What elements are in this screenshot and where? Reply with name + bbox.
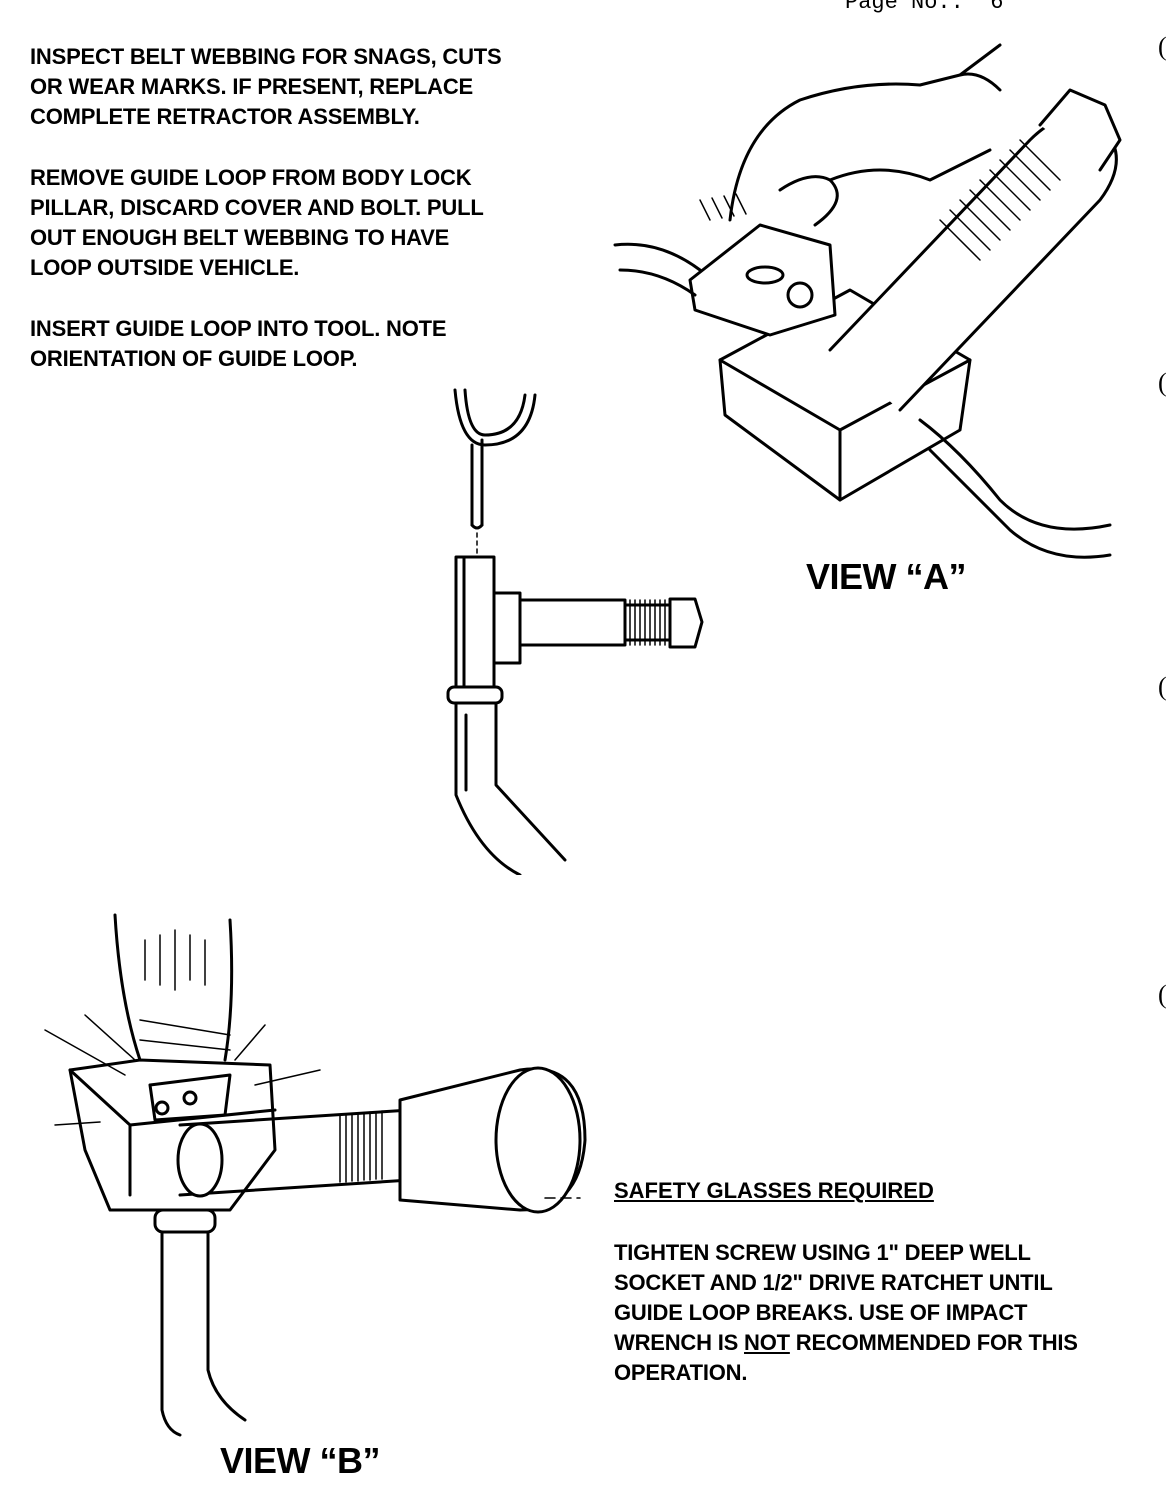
tighten-line: OPERATION. — [614, 1360, 748, 1385]
view-b-label: VIEW “B” — [220, 1440, 381, 1481]
instruction-insert: INSERT GUIDE LOOP INTO TOOL. NOTE ORIENT… — [30, 314, 447, 374]
tool-insert-illustration — [446, 388, 704, 875]
instruction-line: LOOP OUTSIDE VEHICLE. — [30, 255, 300, 280]
instruction-line: INSPECT BELT WEBBING FOR SNAGS, CUTS — [30, 44, 502, 69]
tighten-line: WRENCH IS NOT RECOMMENDED FOR THIS — [614, 1330, 1078, 1355]
instruction-line: COMPLETE RETRACTOR ASSEMBLY. — [30, 104, 420, 129]
instruction-line: ORIENTATION OF GUIDE LOOP. — [30, 346, 358, 371]
instruction-line: REMOVE GUIDE LOOP FROM BODY LOCK — [30, 165, 472, 190]
view-a-label: VIEW “A” — [806, 556, 967, 597]
instruction-line: OUT ENOUGH BELT WEBBING TO HAVE — [30, 225, 450, 250]
binder-hole-mark: ( — [1158, 368, 1167, 397]
tighten-line: TIGHTEN SCREW USING 1" DEEP WELL — [614, 1240, 1031, 1265]
instruction-inspect: INSPECT BELT WEBBING FOR SNAGS, CUTS OR … — [30, 42, 502, 132]
binder-hole-mark: ( — [1158, 672, 1167, 701]
emphasis-not: NOT — [744, 1330, 790, 1355]
view-b-illustration — [44, 913, 587, 1437]
binder-hole-mark: ( — [1158, 32, 1167, 61]
tighten-line: SOCKET AND 1/2" DRIVE RATCHET UNTIL — [614, 1270, 1053, 1295]
instruction-line: OR WEAR MARKS. IF PRESENT, REPLACE — [30, 74, 474, 99]
safety-heading: SAFETY GLASSES REQUIRED — [614, 1178, 934, 1203]
instruction-line: PILLAR, DISCARD COVER AND BOLT. PULL — [30, 195, 484, 220]
binder-hole-mark: ( — [1158, 980, 1167, 1009]
view-a-illustration — [613, 43, 1122, 559]
tighten-instructions: TIGHTEN SCREW USING 1" DEEP WELL SOCKET … — [614, 1238, 1078, 1388]
instruction-line: INSERT GUIDE LOOP INTO TOOL. NOTE — [30, 316, 447, 341]
instruction-remove: REMOVE GUIDE LOOP FROM BODY LOCK PILLAR,… — [30, 163, 484, 283]
page-number: Page No.: 6 — [845, 0, 1004, 15]
tighten-line: GUIDE LOOP BREAKS. USE OF IMPACT — [614, 1300, 1028, 1325]
